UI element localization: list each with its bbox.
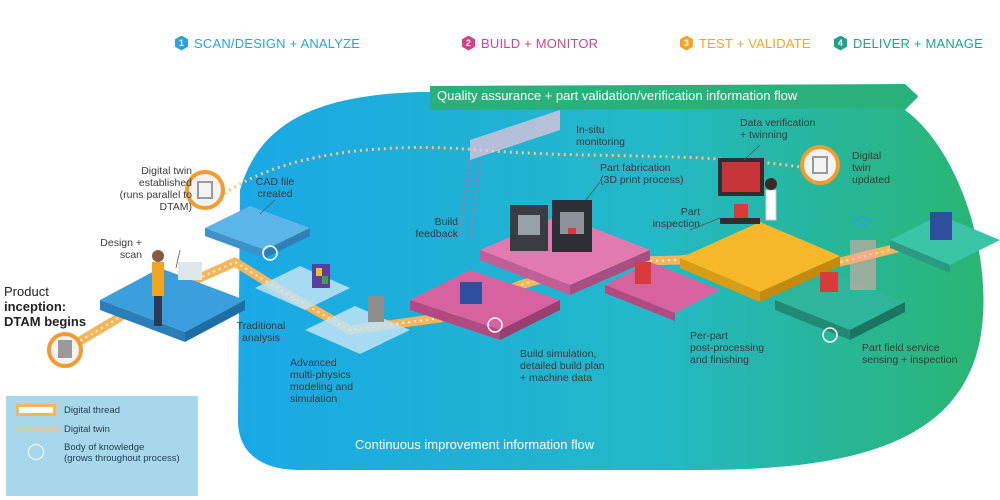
- start-line-1: Product: [4, 284, 49, 299]
- phase-4-label: DELIVER + MANAGE: [853, 35, 983, 51]
- knowledge-icon-1: [262, 245, 278, 261]
- twin-swatch: [16, 427, 56, 432]
- thread-swatch: [16, 404, 56, 416]
- field-part: [820, 272, 838, 292]
- digital-twin-icon-updated: [800, 145, 840, 185]
- phase-1-header: 1 SCAN/DESIGN + ANALYZE: [175, 34, 360, 52]
- label-per-part: Per-part post-processing and finishing: [690, 330, 765, 366]
- red-part: [635, 262, 651, 284]
- information-flow-loop: [238, 88, 984, 470]
- platform-modeling: [305, 306, 410, 354]
- phase-3-label: TEST + VALIDATE: [699, 35, 811, 51]
- phase-4-badge: 4: [834, 35, 847, 51]
- delivery-box: [930, 212, 952, 240]
- knowledge-icon-2: [487, 317, 503, 333]
- phase-2-header: 2 BUILD + MONITOR: [462, 34, 598, 52]
- label-digital-twin-updated: Digital twin updated: [852, 150, 890, 186]
- label-build-feedback: Build feedback: [415, 216, 458, 240]
- platform-inspection: [680, 222, 840, 292]
- label-digital-twin-established: Digital twin established (runs parallel …: [119, 165, 192, 213]
- phase-3-header: 3 TEST + VALIDATE: [680, 34, 811, 52]
- label-in-situ: In-situ monitoring: [576, 124, 626, 148]
- label-design-scan: Design + scan: [100, 237, 142, 261]
- label-build-simulation: Build simulation, detailed build plan + …: [520, 348, 605, 384]
- label-part-inspection: Part inspection: [652, 206, 700, 230]
- platform-build-simulation: [410, 270, 560, 330]
- machine-box: [460, 282, 482, 304]
- phase-4-header: 4 DELIVER + MANAGE: [834, 34, 983, 52]
- start-line-3: DTAM begins: [4, 314, 87, 329]
- platform-post-processing: [605, 262, 720, 313]
- platform-design-scan: [100, 268, 245, 332]
- label-field-service: Part field service sensing + inspection: [862, 342, 958, 366]
- digital-thread-dots: [64, 239, 931, 351]
- inspection-table: [720, 218, 760, 224]
- wireframe-model: [368, 296, 384, 322]
- flow-top-band: [430, 84, 918, 110]
- wifi-icon: [851, 217, 873, 228]
- knowledge-icon: [28, 444, 44, 460]
- label-cad-file: CAD file created: [255, 176, 295, 200]
- platform-analysis: [255, 266, 350, 310]
- start-line-2: inception:: [4, 299, 67, 314]
- label-advanced-modeling: Advanced multi-physics modeling and simu…: [290, 357, 354, 405]
- knowledge-icon-3: [822, 327, 838, 343]
- designer-figure: [152, 262, 164, 296]
- digital-twin-icon-established: [185, 170, 225, 210]
- label-part-fabrication: Part fabrication (3D print process): [600, 162, 684, 186]
- inspector-figure: [765, 189, 777, 221]
- field-part-glow: [850, 240, 876, 290]
- improvement-flow-label: Continuous improvement information flow: [355, 437, 595, 452]
- scanner-desk: [178, 262, 202, 280]
- phase-2-badge: 2: [462, 35, 475, 51]
- phase-1-label: SCAN/DESIGN + ANALYZE: [194, 35, 361, 51]
- phase-1-badge: 1: [175, 35, 188, 51]
- monitoring-beams: [470, 110, 560, 160]
- label-traditional-analysis: Traditional analysis: [236, 320, 286, 344]
- quality-flow-label: Quality assurance + part validation/veri…: [437, 88, 798, 103]
- legend: Digital thread Digital twin Body of know…: [6, 396, 198, 496]
- phase-2-label: BUILD + MONITOR: [481, 35, 599, 51]
- product-inception-label: Product inception: DTAM begins: [4, 284, 86, 329]
- legend-body: Body of knowledge (grows throughout proc…: [16, 442, 180, 464]
- phase-3-badge: 3: [680, 35, 693, 51]
- legend-thread: Digital thread: [16, 404, 120, 416]
- platform-field-service: [775, 272, 905, 330]
- label-data-verification: Data verification + twinning: [740, 117, 816, 141]
- legend-twin: Digital twin: [16, 424, 110, 435]
- platform-cad: [205, 206, 310, 250]
